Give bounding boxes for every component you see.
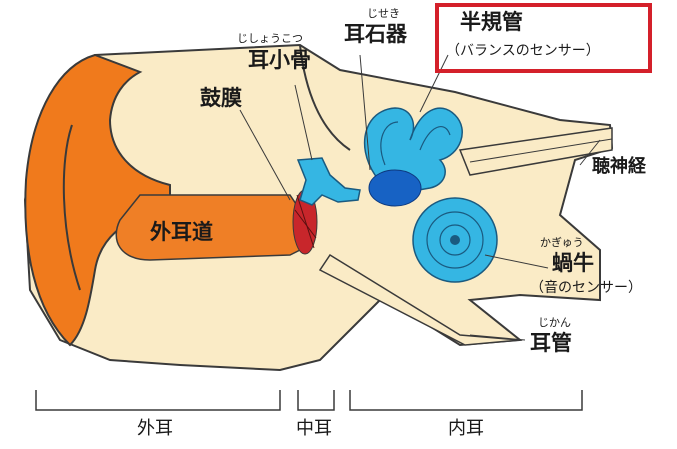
auricle-fold [62,124,81,291]
semicircular-canal-subtitle: （バランスのセンサー） [446,43,600,59]
otolith-organ [368,169,422,207]
auricle [24,53,171,347]
semicircular-canal-label: 半規管 [460,10,523,34]
eustachian-label: 耳管 [530,331,572,355]
section-middle-ear: 中耳 [296,418,332,439]
eustachian-tube [318,253,521,346]
otolith-ruby: じせき [367,7,400,20]
section-inner-ear: 内耳 [448,418,484,439]
skull-contour [299,44,351,151]
semicircular-canal-highlight-box [435,3,652,73]
auditory-nerve-label: 聴神経 [592,156,646,177]
eustachian-ruby: じかん [538,316,571,329]
eardrum-label: 鼓膜 [200,86,242,110]
cochlea-subtitle: （音のセンサー） [530,280,642,296]
ossicles-label: 耳小骨 [248,48,311,72]
ossicles [296,157,361,206]
leader-lines [239,54,601,341]
cochlea-label: 蝸牛 [552,251,594,275]
section-brackets [35,390,583,411]
ear-canal [115,194,311,261]
otolith-label: 耳石器 [344,22,407,46]
ear-canal-label: 外耳道 [150,220,213,244]
section-outer-ear: 外耳 [137,418,173,439]
cochlea-ruby: かぎゅう [540,236,584,249]
ossicles-ruby: じしょうこつ [237,32,303,45]
